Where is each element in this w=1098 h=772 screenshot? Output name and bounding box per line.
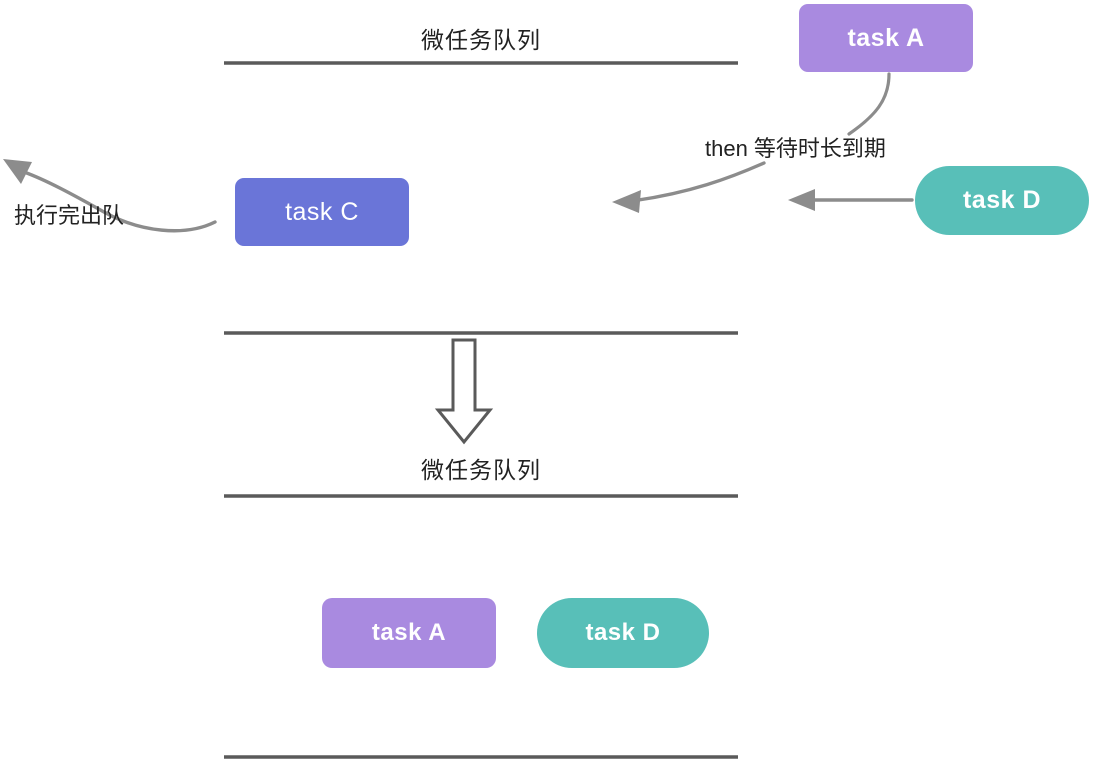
node-task-d-bottom: task D: [537, 598, 709, 668]
node-task-c: task C: [235, 178, 409, 246]
node-task-a-bottom: task A: [322, 598, 496, 668]
queue-label-middle: 微任务队列: [421, 457, 541, 483]
arrow-task-a-to-then: [847, 72, 891, 136]
node-task-a-top: task A: [799, 4, 973, 72]
arrow-flow-down: [434, 338, 494, 445]
annotation-then-timer: then 等待时长到期: [705, 136, 886, 161]
arrow-task-c-dequeue-head: [3, 159, 32, 184]
node-task-d-top: task D: [915, 166, 1089, 235]
queue-label-top: 微任务队列: [421, 27, 541, 53]
arrow-task-d-to-queue-head: [788, 189, 815, 211]
annotation-dequeue: 执行完出队: [14, 203, 125, 228]
arrow-then-to-queue-line: [630, 161, 766, 203]
arrow-then-to-queue-head: [612, 190, 641, 213]
